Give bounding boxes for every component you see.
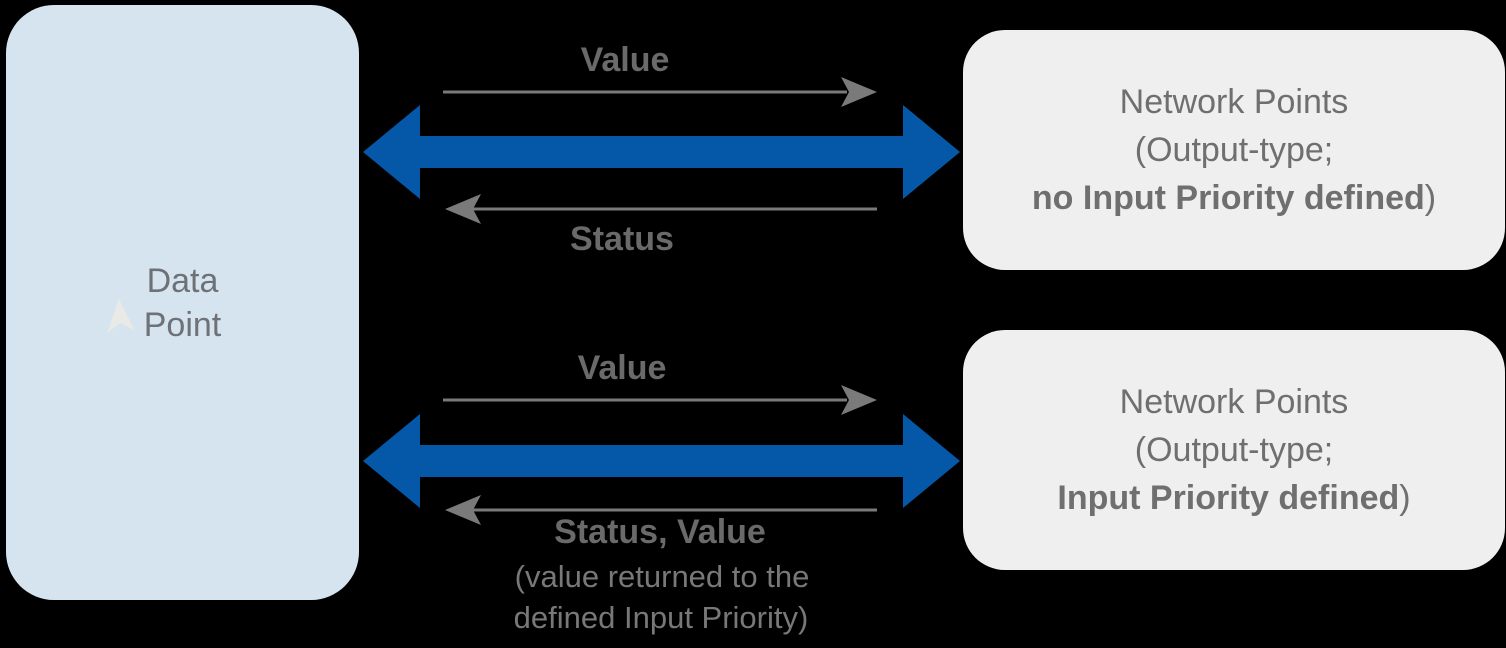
bottom-exchange-arrow-icon	[363, 414, 960, 508]
network-box-line3-bold: no Input Priority defined	[1031, 179, 1425, 217]
top-return-arrow-icon	[445, 194, 877, 224]
bottom-return-note-line1: (value returned to the	[514, 559, 810, 594]
network-box-line3-bold: Input Priority defined	[1057, 479, 1400, 517]
network-box-line3: Input Priority defined)	[1057, 474, 1410, 522]
bottom-return-label: Status, Value	[554, 513, 766, 551]
data-point-box: Data Point	[6, 5, 359, 600]
network-points-box-priority-defined: Network Points (Output-type; Input Prior…	[963, 330, 1505, 570]
cursor-pointer-icon	[107, 299, 136, 333]
bottom-return-arrow-icon	[445, 495, 877, 525]
network-box-line1: Network Points	[1119, 83, 1349, 121]
network-box-line3-close: )	[1424, 179, 1437, 217]
bottom-forward-arrow-icon	[443, 385, 877, 415]
network-points-box-no-priority: Network Points (Output-type; no Input Pr…	[963, 30, 1505, 270]
network-box-line2: (Output-type;	[1134, 431, 1334, 469]
bottom-return-note-line2: defined Input Priority)	[513, 600, 809, 635]
top-return-label: Status	[570, 220, 674, 258]
network-box-line3: no Input Priority defined)	[1032, 174, 1436, 222]
data-point-label-line1: Data	[146, 261, 219, 300]
network-box-line2: (Output-type;	[1134, 131, 1334, 169]
top-exchange-arrow-icon	[363, 105, 960, 199]
bottom-forward-label: Value	[577, 349, 667, 387]
network-box-line3-close: )	[1399, 479, 1411, 517]
network-box-line1: Network Points	[1119, 383, 1349, 421]
top-forward-arrow-icon	[443, 77, 877, 107]
data-point-label-line2: Point	[143, 305, 222, 344]
top-forward-label: Value	[580, 41, 670, 79]
